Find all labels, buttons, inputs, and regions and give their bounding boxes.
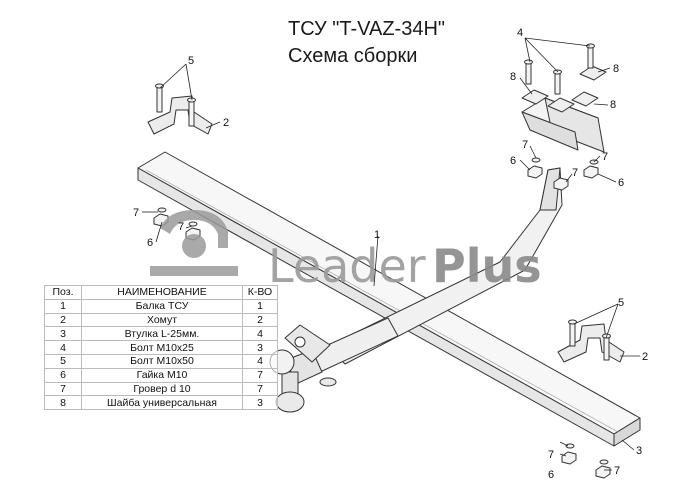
cell-qty: 1 — [242, 298, 278, 314]
callout-3: 3 — [636, 445, 642, 457]
callout-7: 7 — [548, 449, 554, 461]
callout-6: 6 — [548, 469, 554, 481]
callout-5: 5 — [618, 297, 624, 309]
bolt-group-top — [524, 43, 595, 95]
table-row: 7 Гровер d 10 7 — [44, 381, 278, 397]
callout-6: 6 — [147, 237, 153, 249]
leader-plus-logo: Leader Plus — [150, 210, 542, 293]
mounting-bracket — [521, 65, 607, 153]
watermark-plus: Plus — [432, 239, 542, 293]
column-header-qty: К-ВО — [242, 285, 278, 300]
cell-qty: 4 — [242, 353, 278, 369]
cell-pos: 5 — [44, 353, 82, 369]
cell-pos: 1 — [44, 298, 82, 314]
callout-8: 8 — [613, 63, 619, 75]
cell-name: Балка ТСУ — [81, 298, 243, 314]
cell-pos: 8 — [44, 395, 82, 411]
callout-7: 7 — [522, 139, 528, 151]
table-row: 6 Гайка М10 7 — [44, 367, 278, 383]
table-row: 2 Хомут 2 — [44, 312, 278, 328]
callout-6: 6 — [618, 177, 624, 189]
cell-pos: 7 — [44, 381, 82, 397]
cell-name: Болт М10х50 — [81, 353, 243, 369]
cell-name: Шайба универсальная — [81, 395, 243, 411]
cell-name: Гайка М10 — [81, 367, 243, 383]
page-subtitle: Схема сборки — [288, 45, 418, 67]
callout-6: 6 — [510, 155, 516, 167]
callout-7: 7 — [602, 151, 608, 163]
clamp-right — [557, 319, 625, 363]
towbar-beam — [137, 151, 641, 447]
callout-8: 8 — [610, 99, 616, 111]
cell-name: Хомут — [81, 312, 243, 328]
callout-4: 4 — [517, 27, 523, 39]
cell-name: Втулка L-25мм. — [81, 326, 243, 342]
tow-ball — [269, 349, 337, 413]
watermark-leader: Leader — [268, 239, 426, 293]
cell-pos: 6 — [44, 367, 82, 383]
table-row: 8 Шайба универсальная 3 — [44, 395, 278, 411]
cell-qty: 3 — [242, 395, 278, 411]
callout-leaders — [142, 37, 640, 471]
cell-qty: 4 — [242, 326, 278, 342]
callout-2: 2 — [223, 117, 229, 129]
callout-7: 7 — [133, 207, 139, 219]
cell-qty: 7 — [242, 367, 278, 383]
cell-pos: 4 — [44, 340, 82, 355]
table-header-row: Поз. НАИМЕНОВАНИЕ К-ВО — [44, 285, 278, 300]
column-header-name: НАИМЕНОВАНИЕ — [81, 285, 243, 300]
column-header-pos: Поз. — [44, 285, 82, 300]
callout-7: 7 — [572, 167, 578, 179]
callout-7: 7 — [178, 221, 184, 233]
cell-name: Болт М10х25 — [81, 340, 243, 355]
callout-labels: 5 2 4 8 8 8 7 6 7 7 6 7 6 7 1 5 2 3 7 6 … — [133, 27, 648, 481]
table-row: 3 Втулка L-25мм. 4 — [44, 326, 278, 342]
callout-2: 2 — [642, 351, 648, 363]
cell-pos: 3 — [44, 326, 82, 342]
callout-1: 1 — [374, 229, 380, 241]
cell-qty: 3 — [242, 340, 278, 355]
cell-name: Гровер d 10 — [81, 381, 243, 397]
table-row: 1 Балка ТСУ 1 — [44, 298, 278, 314]
socket-plate — [284, 324, 331, 363]
cell-pos: 2 — [44, 312, 82, 328]
callout-5: 5 — [188, 55, 194, 67]
callout-8: 8 — [510, 71, 516, 83]
cell-qty: 2 — [242, 312, 278, 328]
table-row: 5 Болт М10х50 4 — [44, 353, 278, 369]
table-row: 4 Болт М10х25 3 — [44, 340, 278, 355]
parts-table: Поз. НАИМЕНОВАНИЕ К-ВО 1 Балка ТСУ 1 2 Х… — [44, 285, 278, 411]
clamp-left — [147, 83, 213, 135]
callout-7: 7 — [614, 465, 620, 477]
page-title: ТСУ "T-VAZ-34H" — [288, 18, 445, 40]
cell-qty: 7 — [242, 381, 278, 397]
